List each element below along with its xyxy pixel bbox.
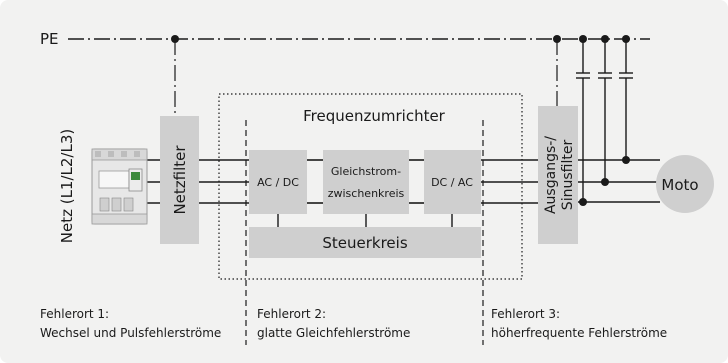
ausgang-label-1: Ausgangs-/ [543,136,559,214]
pe-label: PE [40,30,59,48]
frequenzumrichter-label: Frequenzumrichter [303,107,446,125]
motor-circle [656,155,714,213]
ausgangsfilter-block [538,106,578,244]
gleichstrom-label-1: Gleichstrom- [331,165,401,178]
phase-lines-output [578,159,660,203]
pe-junction-cap3 [622,35,630,43]
ac-dc-label: AC / DC [257,176,299,189]
netzfilter-label: Netzfilter [171,145,189,215]
gleichstrom-label-2: zwischenkreis [328,187,405,200]
control-connectors [277,214,453,227]
output-junction-2 [601,178,609,186]
pe-junction-cap2 [601,35,609,43]
fehlerort-1-title: Fehlerort 1: [40,307,109,321]
netzfilter-block [160,116,199,244]
output-junction-1 [622,156,630,164]
fehlerort-3-title: Fehlerort 3: [491,307,560,321]
dc-ac-block [424,150,481,214]
motor-label: Moto [661,176,698,194]
ac-dc-block [249,150,307,214]
fehlerort-1-desc: Wechsel und Pulsfehlerströme [40,326,221,340]
gleichstrom-block [323,150,409,214]
phase-lines-internal [307,159,538,204]
fehlerort-2-desc: glatte Gleichfehlerströme [257,326,410,340]
phase-lines-input [140,159,249,204]
rcd-device [91,148,148,225]
fault-location-separators [245,120,484,345]
ausgang-label-2: Sinusfilter [560,140,576,211]
dc-ac-label: DC / AC [431,176,473,189]
pe-junction-cap1 [579,35,587,43]
output-capacitors [576,39,633,202]
steuerkreis-label: Steuerkreis [322,234,407,252]
fehlerort-3-desc: höherfrequente Fehlerströme [491,326,667,340]
steuerkreis-block [249,227,481,258]
netz-label: Netz (L1/L2/L3) [58,129,76,244]
fehlerort-2-title: Fehlerort 2: [257,307,326,321]
output-junction-3 [579,198,587,206]
